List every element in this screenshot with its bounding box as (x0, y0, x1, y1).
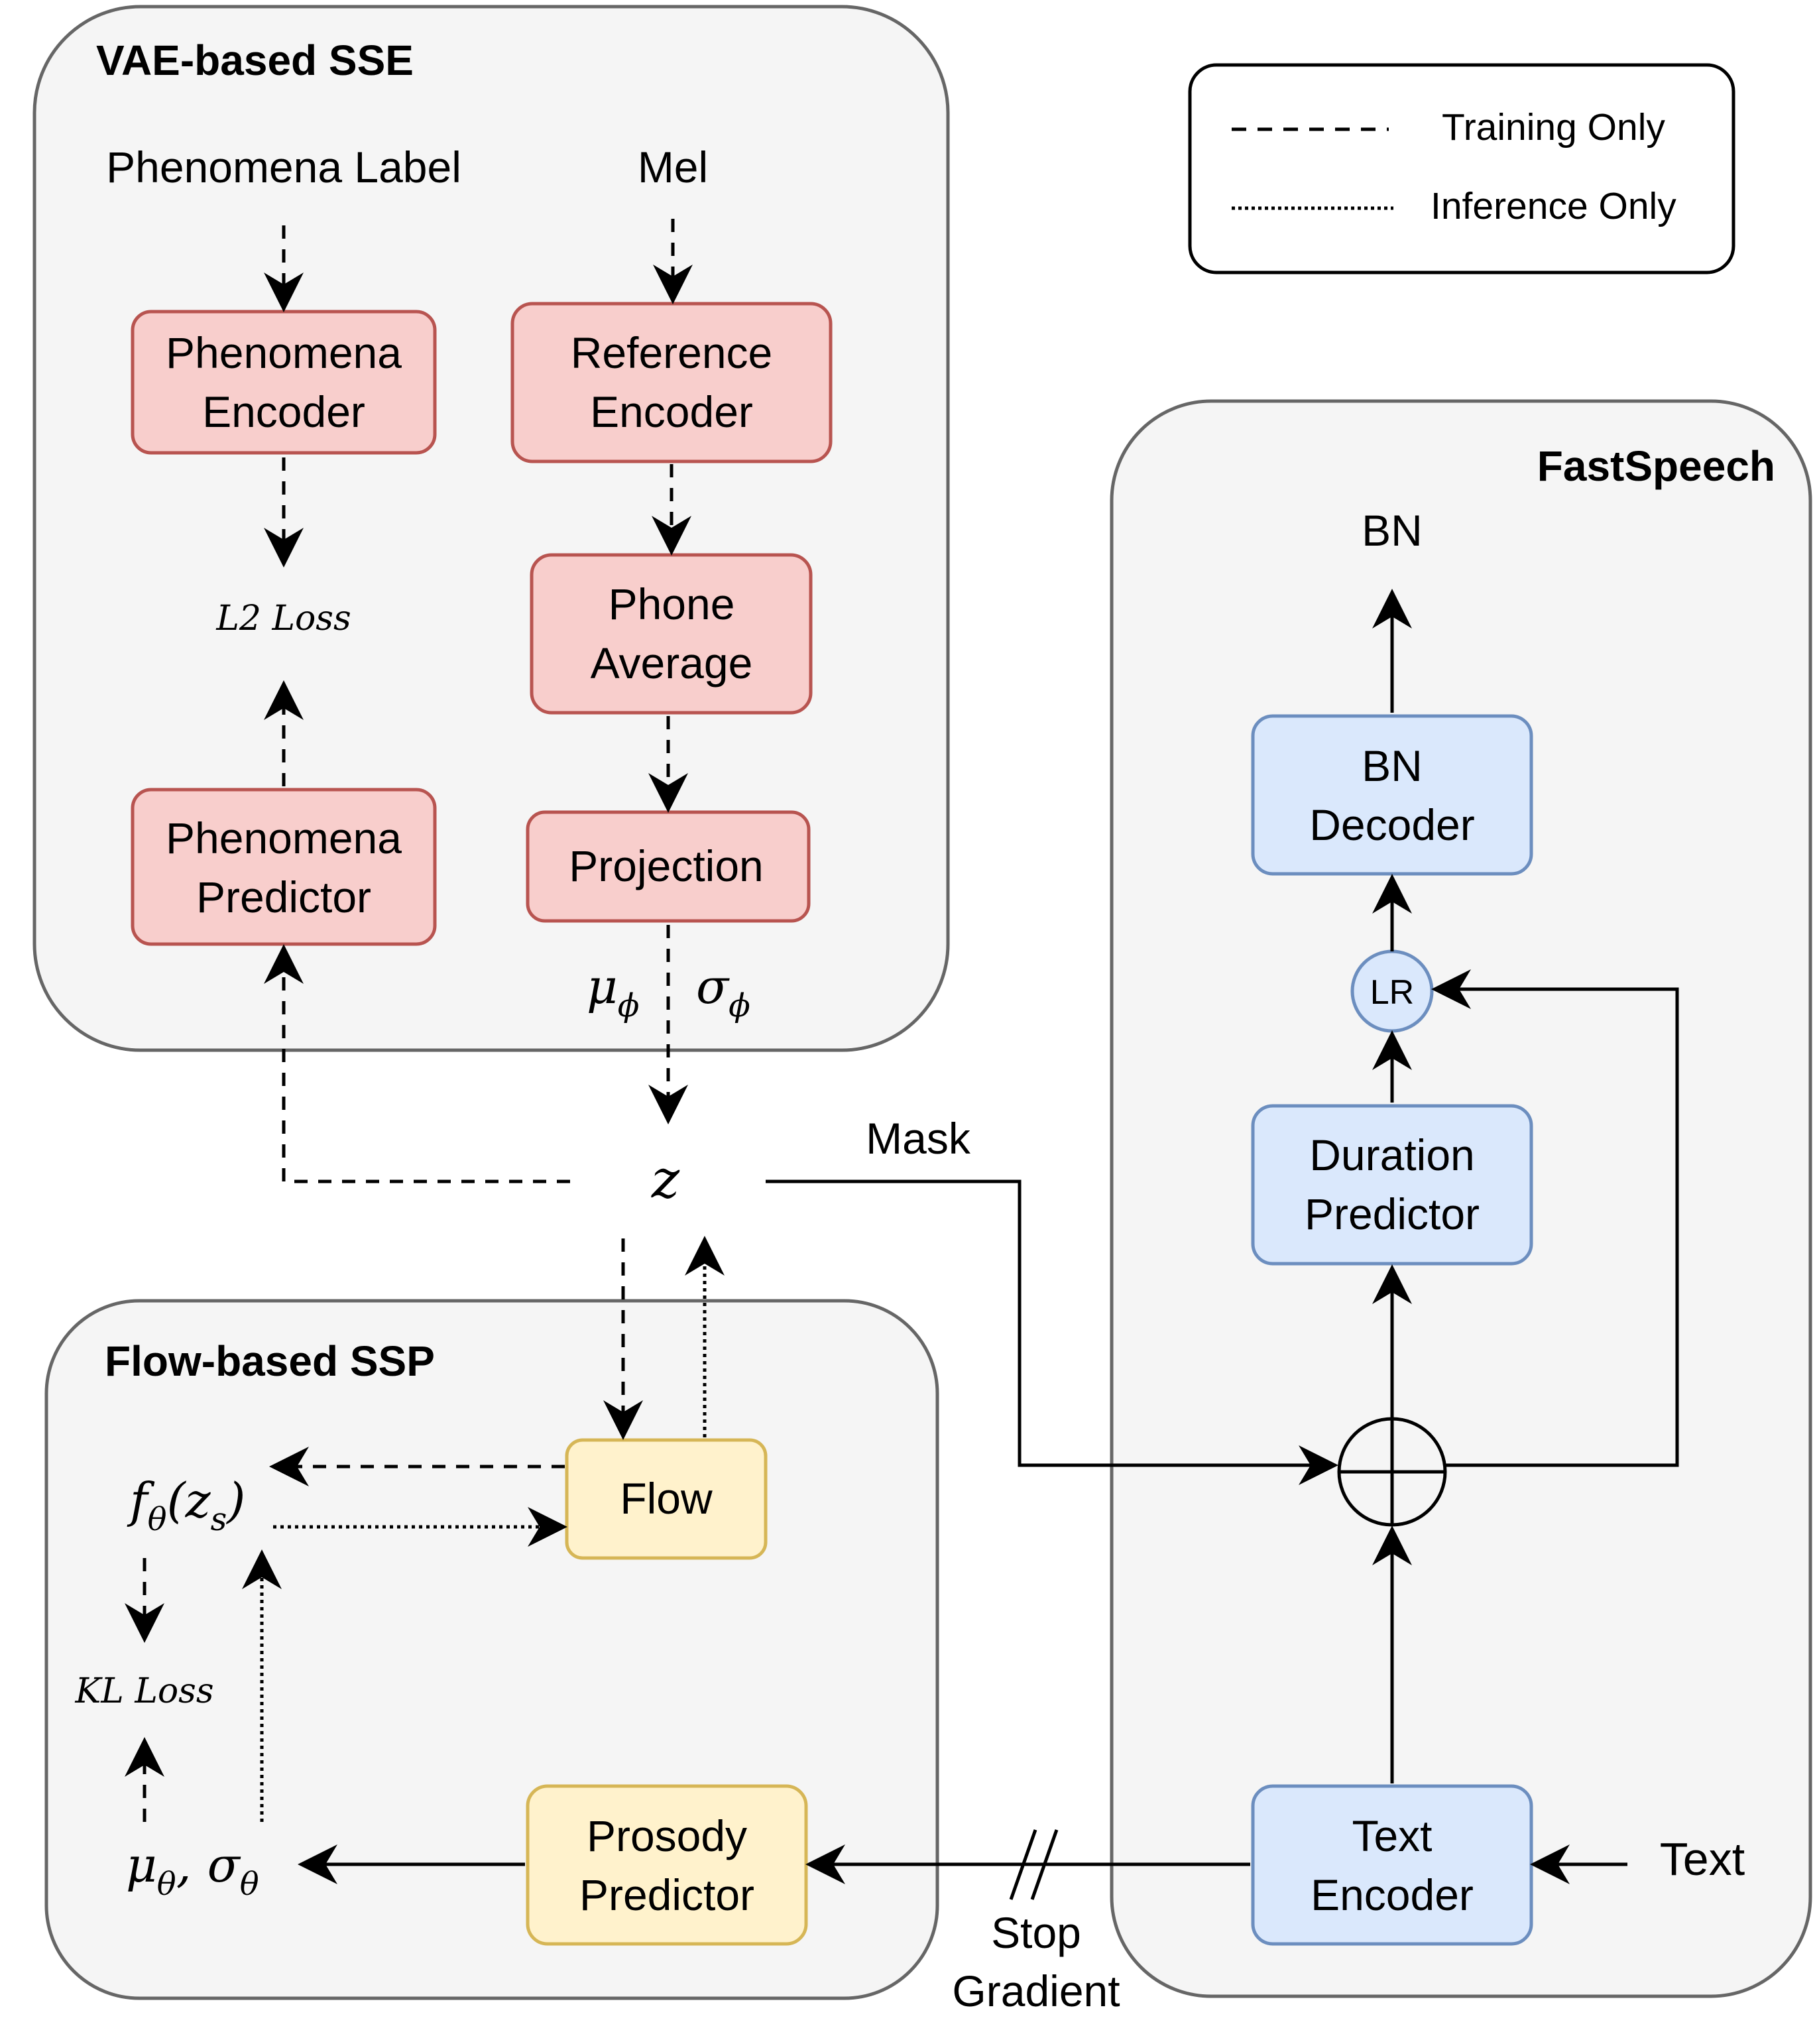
bn-decoder-box: BN Decoder (1251, 714, 1533, 876)
sigma-phi: σϕ (696, 959, 750, 1024)
projection-box: Projection (526, 810, 811, 923)
reference-encoder-box: Reference Encoder (510, 302, 833, 463)
l2-loss-label: L2 Loss (215, 599, 351, 638)
svg-text:Average: Average (591, 638, 753, 688)
phenomena-predictor-box: Phenomena Predictor (131, 788, 437, 946)
mel-input: Mel (638, 143, 708, 192)
edge-z-to-phenomena-predictor (264, 944, 570, 1183)
svg-text:Predictor: Predictor (1305, 1189, 1480, 1238)
svg-text:Phone: Phone (609, 579, 735, 629)
prosody-predictor-box: Prosody Predictor (526, 1784, 808, 1946)
edge-z-mask-to-sum (766, 1179, 1338, 1485)
svg-text:Encoder: Encoder (1311, 1870, 1474, 1919)
kl-loss-label: KL Loss (74, 1671, 213, 1711)
svg-text:Phenomena: Phenomena (166, 813, 402, 863)
svg-text:Prosody: Prosody (587, 1811, 747, 1860)
svg-text:Reference: Reference (571, 328, 773, 377)
svg-text:Projection: Projection (569, 841, 764, 890)
svg-text:Encoder: Encoder (202, 387, 365, 436)
svg-text:Decoder: Decoder (1309, 800, 1474, 849)
stop-gradient-line1: Stop (991, 1908, 1081, 1957)
svg-text:Text: Text (1352, 1811, 1432, 1860)
fastspeech-group-title: FastSpeech (1537, 442, 1775, 490)
svg-text:Phenomena: Phenomena (166, 328, 402, 377)
duration-predictor-box: Duration Predictor (1251, 1104, 1533, 1266)
f-theta-zs: fθ(zs) (127, 1473, 245, 1538)
svg-text:Predictor: Predictor (579, 1870, 754, 1919)
legend-inference-only: Inference Only (1431, 185, 1676, 227)
flow-group-title: Flow-based SSP (105, 1337, 435, 1385)
flow-box: Flow (565, 1438, 768, 1560)
svg-text:Encoder: Encoder (590, 387, 753, 436)
mu-phi: μϕ (587, 959, 640, 1024)
phenomena-label-input: Phenomena Label (106, 143, 461, 192)
phone-average-box: Phone Average (530, 553, 813, 715)
latent-z: z (651, 1148, 680, 1210)
edge-sum-to-lr (1431, 969, 1679, 1467)
bn-output-label: BN (1362, 506, 1423, 555)
text-input: Text (1660, 1833, 1745, 1885)
mask-label: Mask (866, 1114, 971, 1163)
svg-text:Predictor: Predictor (196, 872, 371, 922)
svg-text:Flow: Flow (620, 1474, 713, 1523)
svg-text:BN: BN (1362, 741, 1423, 790)
phenomena-encoder-box: Phenomena Encoder (131, 310, 437, 455)
sum-node (1337, 1417, 1447, 1527)
legend-box (1188, 63, 1735, 274)
svg-text:Duration: Duration (1309, 1130, 1474, 1179)
vae-group-title: VAE-based SSE (96, 36, 414, 84)
svg-text:LR: LR (1370, 973, 1414, 1012)
stop-gradient-line2: Gradient (952, 1966, 1120, 2015)
mu-theta-sigma-theta: μθ,σθ (126, 1837, 259, 1903)
length-regulator-node: LR (1350, 949, 1434, 1033)
legend-training-only: Training Only (1442, 106, 1665, 149)
text-encoder-box: Text Encoder (1251, 1784, 1533, 1946)
